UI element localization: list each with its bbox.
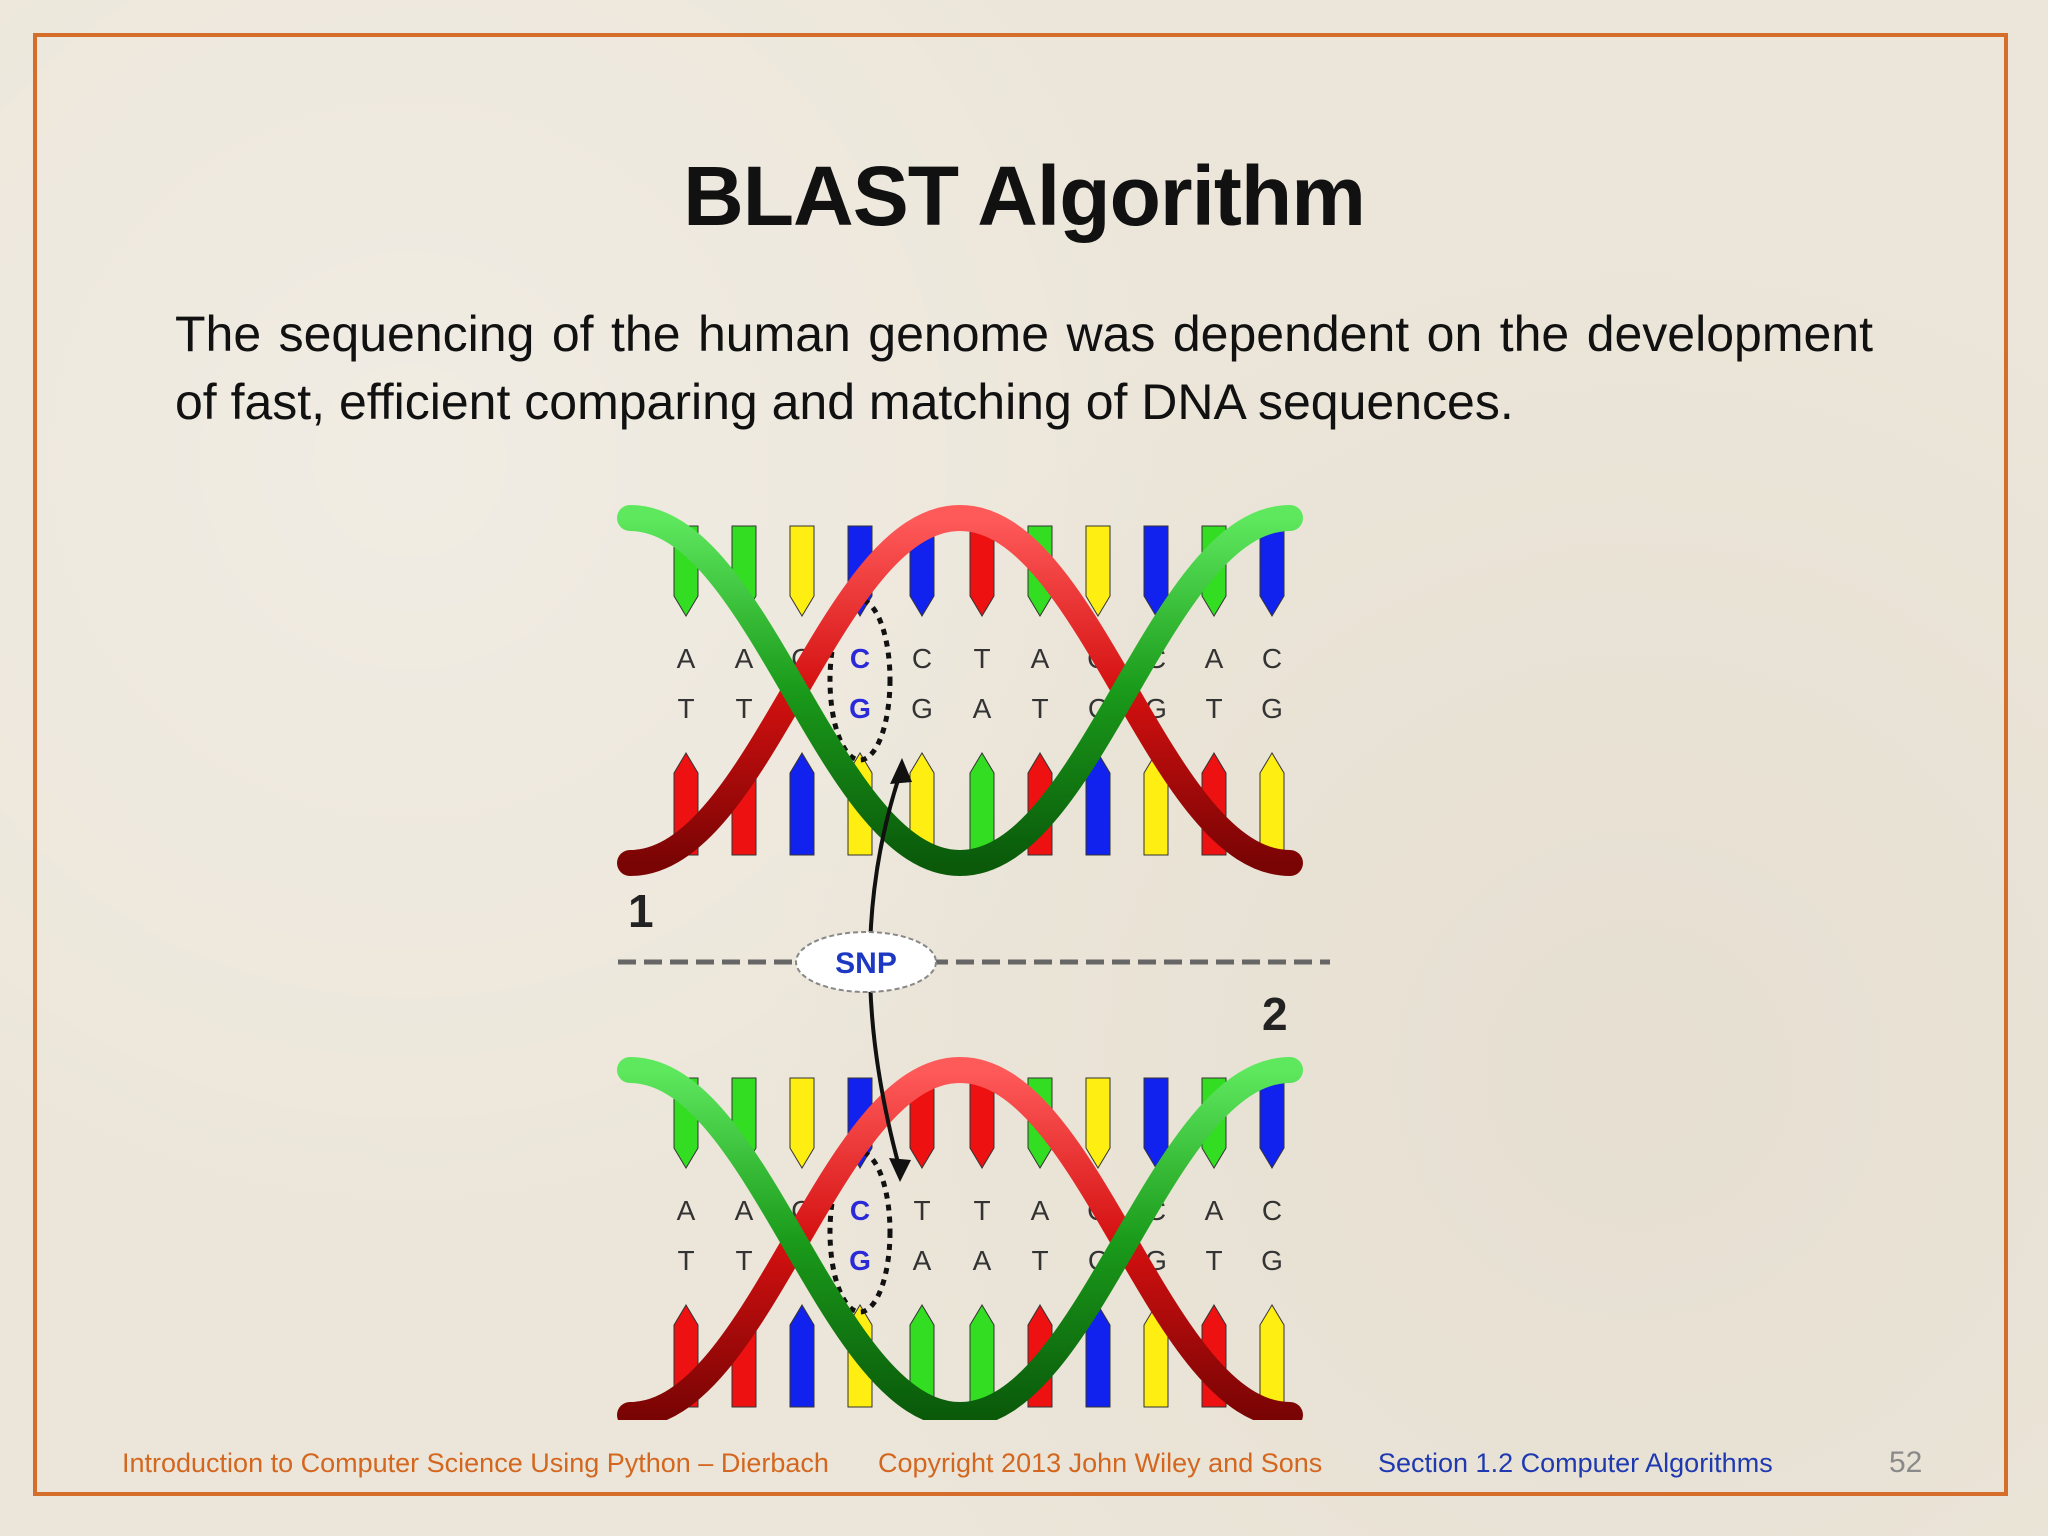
base-bar-upper [1085,1077,1111,1169]
base-pair: CG [1259,1077,1285,1408]
helix-red-strand [617,1056,1303,1420]
sequence-label-2: 2 [1262,988,1288,1040]
base-letter-lower: T [1205,1245,1222,1276]
base-letter-lower: A [973,693,992,724]
base-bar-lower [789,752,815,856]
base-bar-lower [1085,752,1111,856]
base-pair: AT [673,1077,699,1408]
base-bar-upper [789,525,815,617]
base-letter-lower: T [1031,693,1048,724]
snp-highlight-ring [827,597,893,763]
snp-arrow-head-top [890,758,912,784]
base-letter-upper: A [735,643,754,674]
base-letter-lower: G [849,1245,871,1276]
base-bar-upper [789,1077,815,1169]
base-bar-lower [969,1304,995,1408]
base-letter-lower: T [677,693,694,724]
base-letter-lower: A [913,1245,932,1276]
base-pair: GC [1085,525,1111,856]
base-pair: TA [909,1077,935,1408]
helix-green-strand [617,1057,1303,1420]
base-letter-upper: C [1262,643,1282,674]
base-letter-upper: A [735,1195,754,1226]
base-pair: AT [673,525,699,856]
base-letter-lower: G [1261,693,1283,724]
base-letter-upper: T [973,643,990,674]
base-letter-lower: G [849,693,871,724]
base-pair: TA [969,525,995,856]
base-letter-upper: A [677,1195,696,1226]
base-letter-lower: G [1261,1245,1283,1276]
sequence-label-1: 1 [628,885,654,937]
base-letter-lower: T [735,1245,752,1276]
snp-label: SNP [835,947,897,980]
base-letter-upper: A [1205,1195,1224,1226]
base-bar-lower [1259,752,1285,856]
base-pair: CG [1143,525,1169,856]
base-letter-upper: A [1031,1195,1050,1226]
base-bar-lower [1085,1304,1111,1408]
slide-title: BLAST Algorithm [683,149,1366,243]
base-letter-upper: A [1205,643,1224,674]
base-bar-lower [1259,1304,1285,1408]
footer-copyright: Copyright 2013 John Wiley and Sons [878,1448,1323,1478]
base-bar-upper [1259,1077,1285,1169]
base-letter-upper: A [677,643,696,674]
base-letter-upper: A [1031,643,1050,674]
base-bar-upper [969,1077,995,1169]
base-letter-lower: T [1031,1245,1048,1276]
base-letter-upper: T [913,1195,930,1226]
base-pair: CG [1259,525,1285,856]
snp-arrow-head-bottom [889,1158,911,1182]
base-letter-lower: T [677,1245,694,1276]
base-letter-upper: C [1262,1195,1282,1226]
helix-red-strand [617,504,1303,876]
snp-highlight-ring [827,1149,893,1315]
base-letter-lower: A [973,1245,992,1276]
base-bar-lower [789,1304,815,1408]
base-bar-upper [969,525,995,617]
helix-green-strand [617,505,1303,877]
snp-label-bubble [795,931,937,993]
footer-section: Section 1.2 Computer Algorithms [1378,1448,1773,1478]
base-letter-lower: G [911,693,933,724]
page-number: 52 [1889,1446,1923,1479]
base-letter-upper: C [850,643,870,674]
base-pair: TA [969,1077,995,1408]
base-bar-upper [1259,525,1285,617]
base-letter-upper: T [973,1195,990,1226]
base-letter-upper: C [850,1195,870,1226]
base-letter-lower: T [1205,693,1222,724]
base-pair: GC [1085,1077,1111,1408]
base-bar-lower [969,752,995,856]
base-bar-upper [1085,525,1111,617]
slide-body-text: The sequencing of the human genome was d… [175,306,1873,430]
base-pair: CG [1143,1077,1169,1408]
base-letter-lower: T [735,693,752,724]
slide-frame [33,33,2008,1496]
base-letter-upper: C [912,643,932,674]
footer-book-title: Introduction to Computer Science Using P… [122,1448,829,1478]
base-pair: CG [909,525,935,856]
